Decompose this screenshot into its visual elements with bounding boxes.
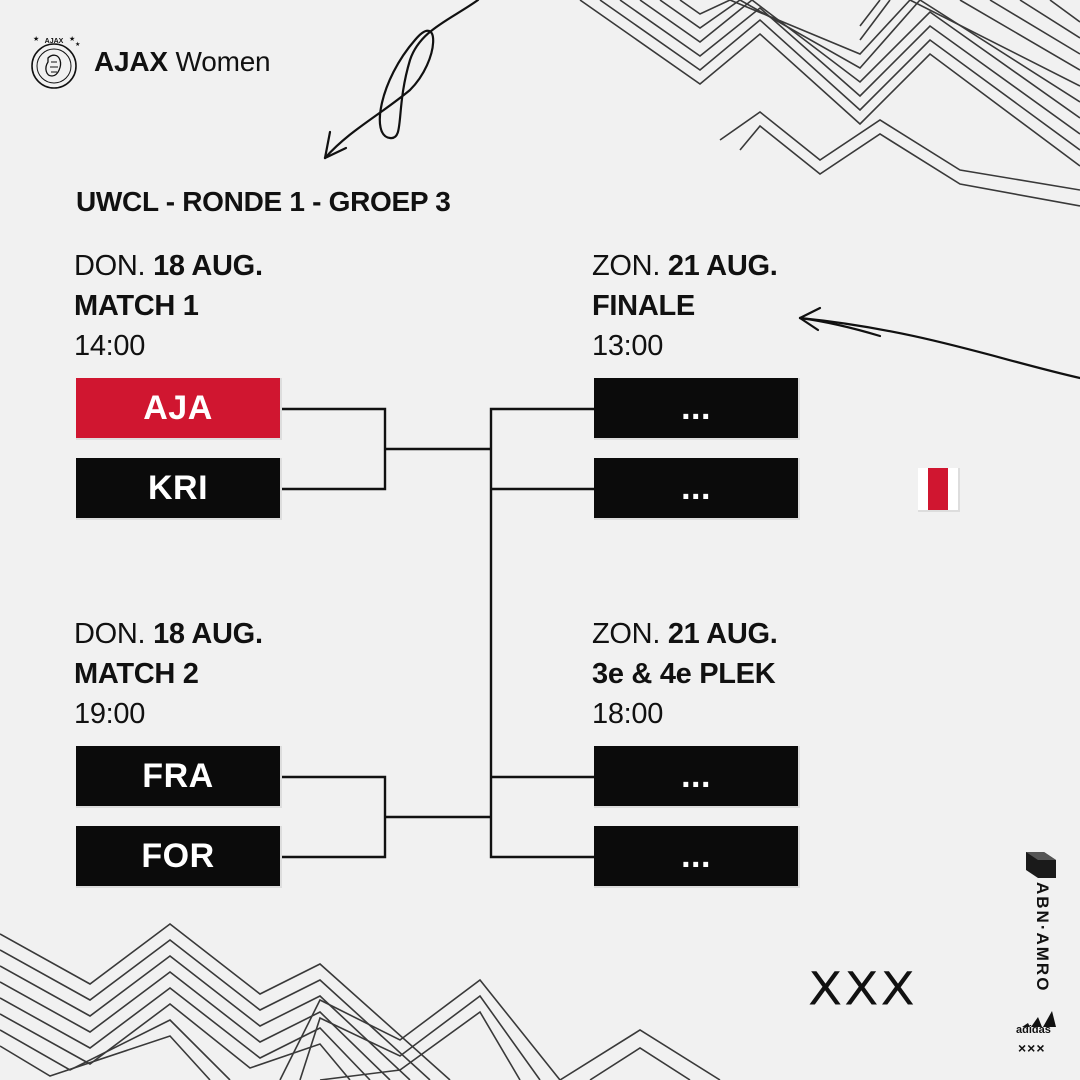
match2-time: 19:00	[74, 698, 146, 730]
finale-time: 13:00	[592, 330, 664, 362]
match1-name: MATCH 1	[74, 290, 199, 322]
third-place-info: ZON. 21 AUG. 3e & 4e PLEK 18:00	[592, 614, 778, 734]
match1-date: 18 AUG.	[153, 250, 263, 282]
adidas-logo-icon	[1022, 1011, 1056, 1027]
svg-text:★: ★	[75, 41, 80, 48]
page-title: UWCL - RONDE 1 - GROEP 3	[76, 186, 451, 217]
third-day: ZON.	[592, 618, 668, 650]
match2-info: DON. 18 AUG. MATCH 2 19:00	[74, 614, 263, 734]
ajax-flag-icon	[918, 468, 960, 512]
team-box-match1-a: AJA	[76, 378, 282, 440]
finale-date-line: ZON. 21 AUG.	[592, 246, 778, 286]
team-box-match1-b: KRI	[76, 458, 282, 520]
abn-amro-label: ABN·AMRO	[1033, 882, 1052, 993]
abn-amro-shield-icon	[1026, 852, 1056, 878]
team-box-match2-a: FRA	[76, 746, 282, 808]
brand-name-bold: AJAX	[94, 46, 168, 77]
finale-name: FINALE	[592, 290, 695, 322]
finale-day: ZON.	[592, 250, 668, 282]
team-box-finale-a: ...	[594, 378, 800, 440]
match2-date-line: DON. 18 AUG.	[74, 614, 263, 654]
signature-xxx: XXX	[808, 962, 917, 1016]
svg-text:★: ★	[33, 35, 39, 43]
brand-name: AJAX Women	[94, 46, 271, 77]
team-box-third-b: ...	[594, 826, 800, 888]
match1-date-line: DON. 18 AUG.	[74, 246, 263, 286]
finale-info: ZON. 21 AUG. FINALE 13:00	[592, 246, 778, 366]
team-box-third-a: ...	[594, 746, 800, 808]
match1-time: 14:00	[74, 330, 146, 362]
brand-name-light: Women	[167, 46, 271, 77]
svg-text:★: ★	[69, 35, 75, 43]
logo-text: AJAX	[45, 38, 64, 45]
third-date-line: ZON. 21 AUG.	[592, 614, 778, 654]
third-date: 21 AUG.	[667, 618, 778, 650]
match2-date: 18 AUG.	[153, 618, 263, 650]
team-box-match2-b: FOR	[76, 826, 282, 888]
match2-name: MATCH 2	[74, 658, 199, 690]
team-box-finale-b: ...	[594, 458, 800, 520]
match1-info: DON. 18 AUG. MATCH 1 14:00	[74, 246, 263, 366]
ajax-crest-icon: AJAX ★ ★ ★	[31, 35, 80, 89]
brand-header: AJAX ★ ★ ★ AJAX Women	[24, 30, 271, 94]
match1-day: DON.	[74, 250, 154, 282]
finale-date: 21 AUG.	[667, 250, 778, 282]
third-time: 18:00	[592, 698, 664, 730]
amsterdam-mark: ×××	[1018, 1040, 1046, 1056]
third-name: 3e & 4e PLEK	[592, 658, 776, 690]
adidas-label: adidas	[1016, 1024, 1051, 1036]
match2-day: DON.	[74, 618, 154, 650]
